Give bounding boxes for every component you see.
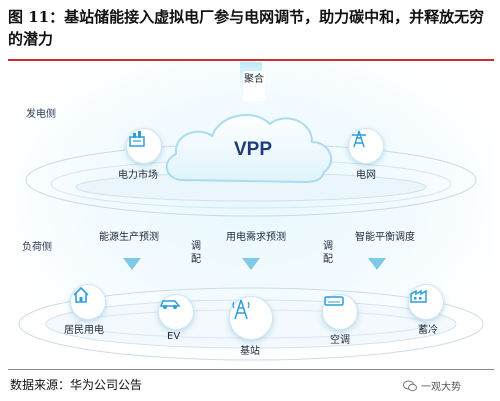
title-rule <box>8 59 494 61</box>
function-balance-dispatch: 智能平衡调度 <box>355 232 415 243</box>
power-market-icon <box>129 131 145 147</box>
base-station-icon <box>232 299 250 320</box>
figure-title: 图 11：基站储能接入虚拟电厂参与电网调节，助力碳中和，并释放无穷的潜力 <box>8 8 485 48</box>
air-conditioner-label: 空调 <box>330 335 350 346</box>
vpp-label: VPP <box>233 139 273 160</box>
car-icon <box>159 300 181 309</box>
function-energy-forecast: 能源生产预测 <box>99 232 159 243</box>
grid-label: 电网 <box>356 170 376 181</box>
load-side-label: 负荷侧 <box>22 242 52 253</box>
aggregate-label: 聚合 <box>243 71 265 101</box>
generation-side-label: 发电侧 <box>26 109 56 120</box>
arrow-down-icon <box>123 258 141 270</box>
cold-storage-label: 蓄冷 <box>418 325 438 336</box>
cold-storage-node <box>408 284 444 320</box>
air-conditioner-node <box>322 294 358 330</box>
transmission-tower-icon <box>352 130 366 148</box>
arrow-down-icon <box>368 258 386 270</box>
arrow-down-icon <box>242 258 260 270</box>
power-market-node <box>126 128 162 164</box>
base-station-node <box>229 296 273 340</box>
power-market-label: 电力市场 <box>118 170 158 181</box>
residential-node <box>70 284 106 320</box>
residential-label: 居民用电 <box>64 325 104 336</box>
factory-icon <box>410 289 427 303</box>
watermark-text: 一观大势 <box>421 382 461 393</box>
base-station-label: 基站 <box>240 346 260 357</box>
ev-node <box>158 294 194 330</box>
function-demand-forecast: 用电需求预测 <box>226 232 286 243</box>
wechat-icon <box>403 380 417 391</box>
vpp-diagram: 聚合 VPP 发电侧 负荷侧 电力市场 电网 能源生产预测 用电需求预测 智能平… <box>8 62 494 367</box>
source-note: 数据来源：华为公司公告 <box>10 378 143 392</box>
dispatch-label-left: 调配 <box>191 241 201 265</box>
dispatch-label-right: 调配 <box>323 241 333 265</box>
watermark: 一观大势 <box>403 378 461 393</box>
grid-node <box>348 128 384 164</box>
house-icon <box>73 286 89 303</box>
ev-label: EV <box>167 331 181 342</box>
footer-rule <box>8 369 494 370</box>
air-conditioner-icon <box>324 296 344 306</box>
